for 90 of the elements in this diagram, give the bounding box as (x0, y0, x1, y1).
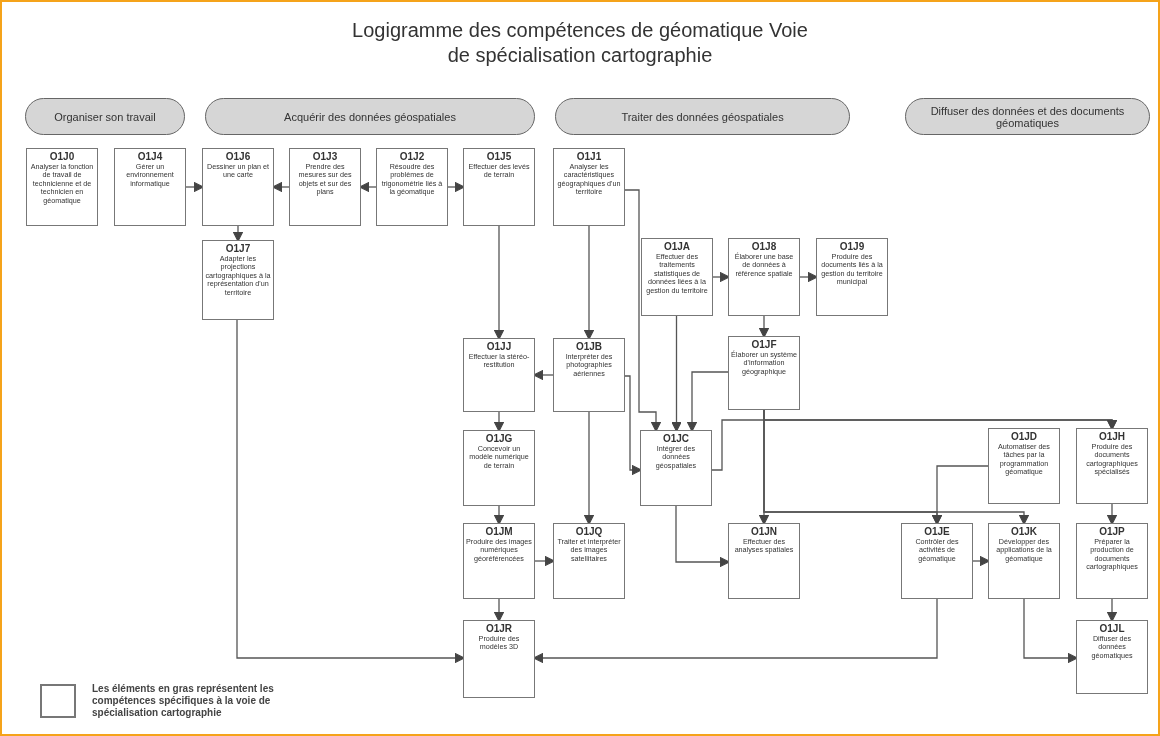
stage-label: Organiser son travail (54, 110, 156, 123)
arrow (533, 369, 554, 381)
process-box (463, 338, 535, 412)
process-box (553, 338, 625, 412)
process-box (114, 148, 186, 226)
arrow (583, 225, 595, 340)
arrow (671, 315, 682, 432)
competency-code: O1J2 (399, 151, 425, 163)
process-box (641, 238, 713, 316)
competency-code: O1J5 (486, 151, 512, 163)
competency-code: O1JD (1010, 431, 1038, 443)
arrow (799, 271, 818, 283)
competency-code: O1JF (751, 339, 777, 350)
arrow (359, 181, 377, 193)
arrow (533, 598, 938, 664)
competency-code: O1JN (750, 526, 778, 538)
competency-code: O1JR (485, 623, 513, 635)
process-box (640, 430, 712, 506)
process-box (202, 148, 274, 226)
arrow (493, 505, 505, 525)
stage-label: Traiter des données géospatiales (621, 110, 784, 123)
arrow (534, 555, 555, 567)
competency-code: O1J4 (137, 151, 163, 163)
competency-code: O1JL (1099, 623, 1125, 635)
competency-code: O1J8 (751, 241, 777, 252)
competency-code: O1JQ (575, 526, 603, 538)
competency-code: O1JG (485, 433, 513, 445)
process-box (988, 523, 1060, 599)
process-box (1076, 523, 1148, 599)
arrow (583, 411, 595, 525)
process-box (202, 240, 274, 320)
competency-code: O1J7 (225, 243, 251, 255)
competency-code: O1JM (485, 526, 513, 538)
arrow (493, 411, 505, 432)
stage-band (25, 98, 185, 135)
competency-code: O1J1 (576, 151, 602, 163)
process-box (463, 523, 535, 599)
arrow (1106, 503, 1118, 525)
arrow (185, 181, 204, 193)
arrow (272, 181, 290, 193)
arrow (1106, 598, 1118, 622)
process-box (553, 523, 625, 599)
process-box (1076, 428, 1148, 504)
competency-code: O1J0 (49, 151, 75, 163)
stage-label: Acquérir des données géospatiales (284, 110, 456, 123)
arrow (675, 505, 730, 568)
legend-text: Les éléments en gras représentent les compétences spécifiques à la voie de spécialisation cartographie (92, 683, 275, 719)
process-box (463, 148, 535, 226)
arrow (232, 225, 244, 242)
process-box (26, 148, 98, 226)
competency-code: O1JH (1098, 431, 1126, 443)
arrow (758, 315, 770, 338)
competency-code: O1JA (663, 241, 691, 253)
process-box (463, 430, 535, 506)
competency-code: O1JK (1010, 526, 1038, 538)
process-box (1076, 620, 1148, 694)
arrow (686, 371, 729, 432)
competency-code: O1J3 (312, 151, 338, 163)
competency-code: O1JE (924, 526, 950, 538)
process-box (901, 523, 973, 599)
arrow (624, 375, 642, 476)
process-box (988, 428, 1060, 504)
arrow (493, 598, 505, 622)
arrow (972, 555, 990, 567)
competency-code: O1JJ (486, 341, 512, 353)
diagram-title: Logigramme des compétences de géomatique Voie de spécialisation cartographie (351, 18, 809, 68)
arrow (931, 465, 989, 525)
process-box (728, 238, 800, 316)
competency-code: O1JB (575, 341, 603, 353)
process-box (376, 148, 448, 226)
competency-code: O1J6 (225, 151, 251, 163)
process-box (816, 238, 888, 316)
competency-code: O1J9 (839, 241, 865, 253)
process-box (728, 523, 800, 599)
stage-band (205, 98, 535, 135)
competency-code: O1JP (1099, 526, 1125, 538)
arrow (624, 189, 662, 432)
arrow (236, 319, 465, 664)
stage-band (905, 98, 1150, 135)
competency-code: O1JC (662, 433, 690, 445)
stage-band (555, 98, 850, 135)
process-box (553, 148, 625, 226)
stage-label: Diffuser des données et des documents géomatiques (929, 104, 1126, 129)
process-box (289, 148, 361, 226)
process-box (728, 336, 800, 410)
arrow (1023, 598, 1078, 664)
arrow (447, 181, 465, 193)
arrow (712, 271, 730, 283)
arrow (493, 225, 505, 340)
process-box (463, 620, 535, 698)
